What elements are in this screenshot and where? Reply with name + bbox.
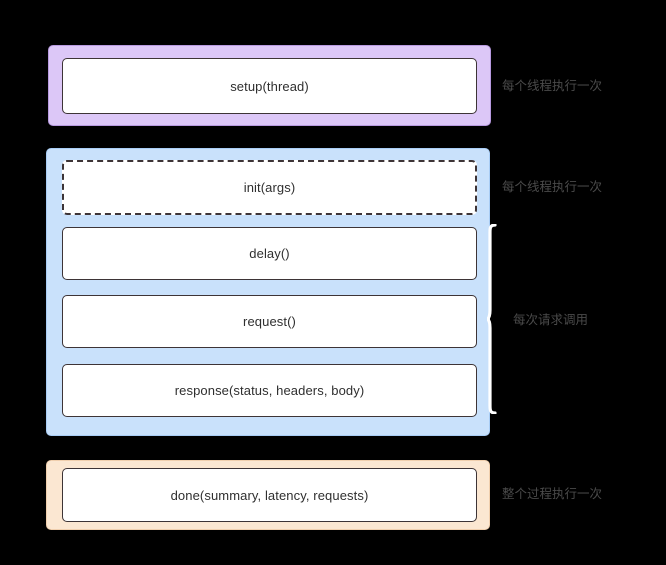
annotation-setup: 每个线程执行一次 (502, 79, 603, 93)
step-label-setup: setup(thread) (230, 78, 309, 94)
annotation-per-request: 每次请求调用 (513, 313, 589, 327)
step-box-delay[interactable]: delay() (62, 227, 477, 280)
curly-brace-icon (487, 224, 501, 414)
step-label-delay: delay() (249, 246, 290, 261)
step-box-request[interactable]: request() (62, 295, 477, 348)
step-label-init: init(args) (243, 180, 296, 195)
step-box-response[interactable]: response(status, headers, body) (62, 364, 477, 417)
step-box-setup[interactable]: setup(thread) (62, 58, 477, 114)
step-label-done: done(summary, latency, requests) (170, 487, 369, 503)
annotation-loop-top: 每个线程执行一次 (502, 180, 603, 194)
annotation-done: 整个过程执行一次 (502, 487, 603, 501)
step-label-request: request() (243, 314, 296, 329)
step-label-response: response(status, headers, body) (174, 383, 365, 398)
step-box-done[interactable]: done(summary, latency, requests) (62, 468, 477, 522)
step-box-init[interactable]: init(args) (62, 160, 477, 215)
